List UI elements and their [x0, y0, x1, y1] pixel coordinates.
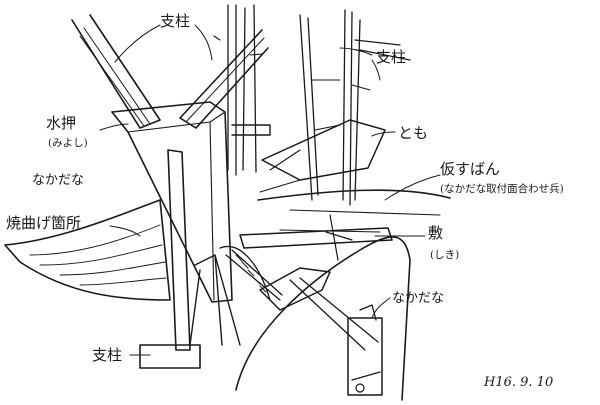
- tomo-stern: [259, 119, 386, 193]
- mizuoshi-bow-board: [111, 101, 233, 303]
- label-shiki-reading: (しき): [430, 249, 460, 261]
- label-shichuu-top: 支柱: [160, 12, 191, 30]
- leader-lines: [99, 24, 441, 356]
- support-post-bottom-left: [139, 149, 201, 369]
- support-poles-vertical-center: [213, 4, 271, 176]
- label-tomo: とも: [398, 124, 429, 142]
- winch-mechanism: [189, 245, 379, 351]
- hull-side-right: [235, 189, 451, 401]
- label-date: H16. 9. 10: [484, 375, 554, 390]
- label-mizuoshi-reading: (みよし): [48, 137, 88, 149]
- label-shichuu-right: 支柱: [376, 48, 407, 66]
- support-poles-vertical-right: [299, 9, 411, 206]
- yakimage-bent-plank: [4, 199, 171, 301]
- label-nakadana-left: なかだな: [32, 173, 85, 188]
- label-itasuban-note: (なかだな取付面合わせ兵): [440, 183, 564, 195]
- label-itasuban: 仮すばん: [440, 160, 501, 178]
- label-shiki: 敷: [428, 224, 444, 242]
- label-mizuoshi: 水押: [46, 114, 77, 132]
- nakadana-clamp-right: [347, 304, 383, 396]
- label-nakadana-right: なかだな: [392, 291, 445, 306]
- label-yakimage: 焼曲げ箇所: [6, 214, 82, 232]
- label-shichuu-bottom: 支柱: [92, 346, 123, 364]
- shiki-bottom-bar: [239, 214, 393, 261]
